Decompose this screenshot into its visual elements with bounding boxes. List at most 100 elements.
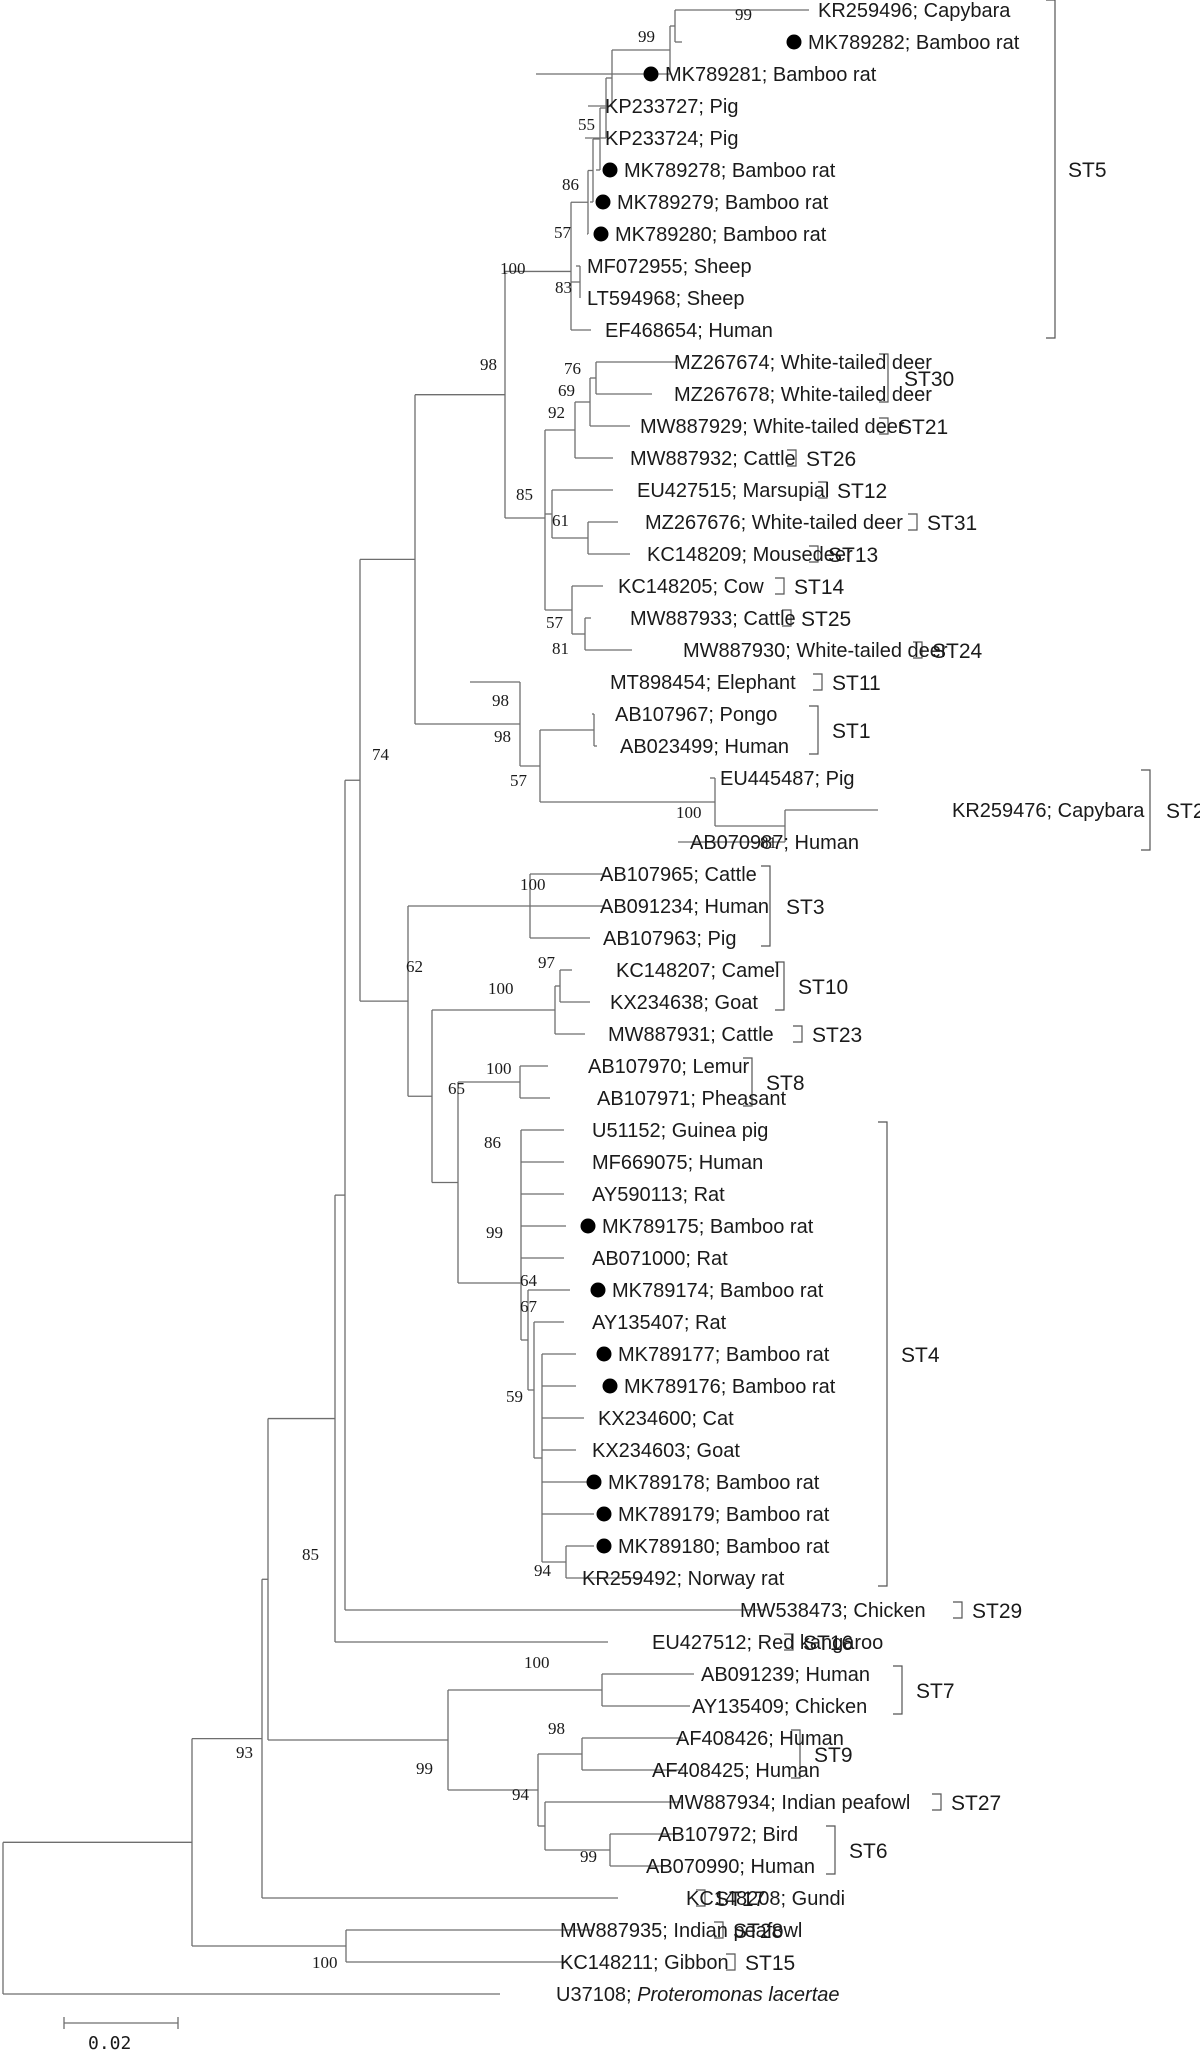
leaf-accession: MW538473; xyxy=(740,1600,853,1622)
subtype-label-st23: ST23 xyxy=(812,1024,862,1047)
leaf-label-mk789279: MK789279; Bamboo rat xyxy=(617,192,829,214)
leaf-host: Bamboo rat xyxy=(773,64,877,86)
leaf-label-kr259496: KR259496; Capybara xyxy=(818,0,1011,22)
bootstrap-value: 92 xyxy=(548,403,565,422)
subtype-bracket xyxy=(908,513,918,531)
subtype-bracket xyxy=(1046,0,1056,339)
bootstrap-value: 94 xyxy=(512,1785,530,1804)
leaf-label-ef468654: EF468654; Human xyxy=(605,320,773,342)
bootstrap-value: 83 xyxy=(555,278,572,297)
leaf-accession: MW887935; xyxy=(560,1920,673,1942)
leaf-host: Cattle xyxy=(721,1024,773,1046)
leaf-accession: AB107971; xyxy=(597,1088,702,1110)
bamboo-rat-marker xyxy=(643,66,659,82)
leaf-label-mk789282: MK789282; Bamboo rat xyxy=(808,32,1020,54)
bootstrap-value: 62 xyxy=(406,957,423,976)
bootstrap-value: 76 xyxy=(564,359,581,378)
subtype-label-st14: ST14 xyxy=(794,576,845,599)
bamboo-rat-marker xyxy=(593,226,609,242)
leaf-host: Human xyxy=(806,1664,870,1686)
bootstrap-value: 99 xyxy=(486,1223,503,1242)
bootstrap-value: 100 xyxy=(524,1653,550,1672)
leaf-accession: MZ267678; xyxy=(674,384,781,406)
leaf-label-mz267678: MZ267678; White-tailed deer xyxy=(674,384,932,406)
leaf-host: Pheasant xyxy=(702,1088,787,1110)
leaf-host: Human xyxy=(699,1152,763,1174)
bootstrap-value: 99 xyxy=(638,27,655,46)
leaf-host: Sheep xyxy=(694,256,752,278)
leaf-host: Human xyxy=(725,736,789,758)
leaf-label-mk789175: MK789175; Bamboo rat xyxy=(602,1216,814,1238)
leaf-label-mz267676: MZ267676; White-tailed deer xyxy=(645,512,903,534)
bootstrap-value: 55 xyxy=(578,115,595,134)
bootstrap-value: 100 xyxy=(486,1059,512,1078)
bamboo-rat-marker xyxy=(786,34,802,50)
leaf-host: White-tailed deer xyxy=(796,640,948,662)
leaf-label-ab091234: AB091234; Human xyxy=(600,896,769,918)
leaf-label-eu427512: EU427512; Red kangaroo xyxy=(652,1632,883,1654)
subtype-label-st24: ST24 xyxy=(932,640,983,663)
subtype-bracket xyxy=(813,673,823,691)
leaf-accession: MK789280; xyxy=(615,224,723,246)
leaf-host: Pig xyxy=(710,128,739,150)
bootstrap-value: 94 xyxy=(534,1561,552,1580)
leaf-host: Pig xyxy=(708,928,737,950)
leaf-host: White-tailed deer xyxy=(781,384,933,406)
leaf-label-ab107972: AB107972; Bird xyxy=(658,1824,798,1846)
leaf-host: Human xyxy=(795,832,859,854)
subtype-bracket xyxy=(879,417,889,435)
leaf-label-mw887931: MW887931; Cattle xyxy=(608,1024,774,1046)
subtype-bracket xyxy=(743,1057,753,1107)
leaf-host: Bamboo rat xyxy=(716,1472,820,1494)
leaf-host: Bamboo rat xyxy=(723,224,827,246)
subtype-bracket xyxy=(696,1889,706,1907)
leaf-accession: AY135409; xyxy=(692,1696,795,1718)
bootstrap-value: 59 xyxy=(506,1387,523,1406)
leaf-accession: MZ267674; xyxy=(674,352,781,374)
leaf-host: Gibbon xyxy=(664,1952,729,1974)
leaf-host: Bamboo rat xyxy=(710,1216,814,1238)
leaf-accession: MW887929; xyxy=(640,416,753,438)
leaf-host: Human xyxy=(751,1856,815,1878)
leaf-label-kr259492: KR259492; Norway rat xyxy=(582,1568,785,1590)
leaf-label-mw887929: MW887929; White-tailed deer xyxy=(640,416,905,438)
leaf-host: Goat xyxy=(697,1440,741,1462)
leaf-accession: MK789282; xyxy=(808,32,916,54)
bootstrap-value: 99 xyxy=(416,1759,433,1778)
leaf-label-kx234600: KX234600; Cat xyxy=(598,1408,734,1430)
leaf-accession: AB091234; xyxy=(600,896,705,918)
bootstrap-value: 93 xyxy=(236,1743,253,1762)
leaf-label-kc148205: KC148205; Cow xyxy=(618,576,764,598)
leaf-accession: MK789278; xyxy=(624,160,732,182)
subtype-label-st13: ST13 xyxy=(828,544,878,567)
leaf-host: Human xyxy=(755,1760,819,1782)
bootstrap-value: 100 xyxy=(520,875,546,894)
leaf-label-mw887935: MW887935; Indian peafowl xyxy=(560,1920,802,1942)
leaf-label-ab070987: AB070987; Human xyxy=(690,832,859,854)
subtype-label-st5: ST5 xyxy=(1068,159,1107,182)
leaf-accession: U37108; xyxy=(556,1984,637,2006)
leaf-host: Gundi xyxy=(792,1888,845,1910)
leaf-accession: AY135407; xyxy=(592,1312,695,1334)
leaf-accession: MK789179; xyxy=(618,1504,726,1526)
leaf-host: Mousedeer xyxy=(753,544,853,566)
leaf-host: Cat xyxy=(703,1408,735,1430)
leaf-accession: MW887933; xyxy=(630,608,743,630)
subtype-label-st11: ST11 xyxy=(832,672,881,695)
subtype-label-st17: ST17 xyxy=(715,1888,765,1911)
tree-branches xyxy=(2,9,878,1995)
leaf-accession: KC148205; xyxy=(618,576,724,598)
leaf-accession: KR259496; xyxy=(818,0,924,22)
leaf-accession: AB107970; xyxy=(588,1056,693,1078)
leaf-host: Cow xyxy=(724,576,765,598)
leaf-accession: MW887932; xyxy=(630,448,743,470)
subtype-bracket xyxy=(932,1793,942,1811)
leaf-host: Proteromonas lacertae xyxy=(637,1984,839,2006)
subtype-label-st25: ST25 xyxy=(801,608,851,631)
subtype-bracket xyxy=(879,353,889,403)
leaf-host: Bamboo rat xyxy=(732,160,836,182)
subtype-label-st26: ST26 xyxy=(806,448,856,471)
